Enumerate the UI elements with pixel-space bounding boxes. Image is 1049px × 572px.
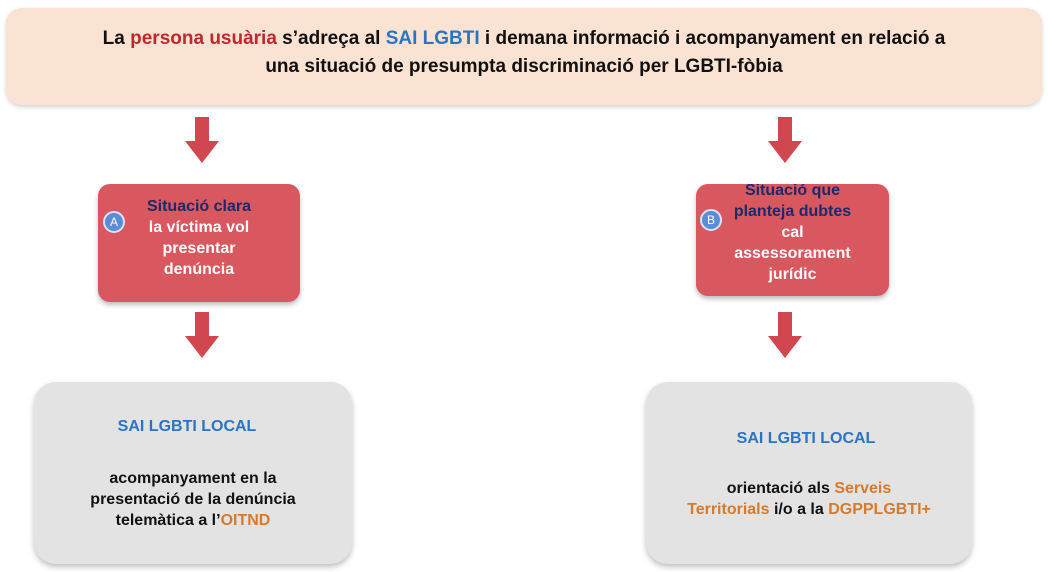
highlight-serveis: Serveis: [834, 480, 892, 497]
case-a-line-2: la víctima vol: [148, 219, 250, 236]
case-b-line-4: assessorament: [734, 245, 851, 262]
result-a-title: SAI LGBTI LOCAL: [117, 418, 257, 435]
result-b-body: orientació als Serveis Territorials i/o …: [646, 478, 972, 520]
highlight-persona-usuaria: persona usuària: [130, 27, 277, 49]
case-b-line-3: cal: [781, 224, 804, 241]
arrow-down-icon: [768, 117, 802, 163]
top-banner: La persona usuària s’adreça al SAI LGBTI…: [6, 8, 1042, 105]
case-b-line-2: planteja dubtes: [733, 203, 852, 220]
case-b-line-1: Situació que: [744, 184, 841, 199]
banner-text-part-3: i demana informació i acompanyament en r…: [479, 27, 946, 49]
case-a-line-4: denúncia: [163, 261, 235, 278]
highlight-territorials: Territorials: [687, 501, 770, 518]
banner-text: La persona usuària s’adreça al SAI LGBTI…: [44, 25, 1004, 81]
arrow-down-icon: [185, 117, 219, 163]
case-a-box: A Situació clara la víctima vol presenta…: [98, 184, 300, 302]
result-a-line-3-prefix: telemàtica a l’: [115, 512, 221, 529]
result-a-body: acompanyament en la presentació de la de…: [34, 468, 352, 531]
banner-text-line-2: una situació de presumpta discriminació …: [265, 55, 783, 77]
case-b-text: Situació que planteja dubtes cal assesso…: [696, 184, 889, 285]
result-b-line-1-prefix: orientació als: [726, 480, 835, 497]
highlight-sai-lgbti: SAI LGBTI: [385, 27, 480, 49]
result-a-box: SAI LGBTI LOCAL acompanyament en la pres…: [34, 382, 352, 564]
case-b-line-5: jurídic: [768, 266, 817, 283]
case-a-text: Situació clara la víctima vol presentar …: [98, 196, 300, 280]
result-a-line-2: presentació de la denúncia: [90, 491, 296, 508]
result-b-title: SAI LGBTI LOCAL: [736, 430, 876, 447]
badge-b: B: [700, 209, 722, 231]
banner-text-part-2: s’adreça al: [276, 27, 386, 49]
arrow-down-icon: [768, 312, 802, 358]
case-a-line-1: Situació clara: [146, 198, 252, 215]
result-a-line-3: telemàtica a l’OITND: [34, 510, 352, 531]
result-b-line-2-text: i/o a la: [769, 501, 829, 518]
arrow-down-icon: [185, 312, 219, 358]
banner-text-part-1: La: [102, 27, 131, 49]
result-b-line-2: Territorials i/o a la DGPPLGBTI+: [646, 499, 972, 520]
case-a-line-3: presentar: [162, 240, 236, 257]
result-b-line-1: orientació als Serveis: [646, 478, 972, 499]
result-b-box: SAI LGBTI LOCAL orientació als Serveis T…: [646, 382, 972, 564]
highlight-oitnd: OITND: [220, 512, 271, 529]
badge-a: A: [103, 211, 125, 233]
highlight-dgpplgbti: DGPPLGBTI+: [828, 501, 931, 518]
case-b-box: B Situació que planteja dubtes cal asses…: [696, 184, 889, 296]
result-a-line-1: acompanyament en la: [109, 470, 277, 487]
